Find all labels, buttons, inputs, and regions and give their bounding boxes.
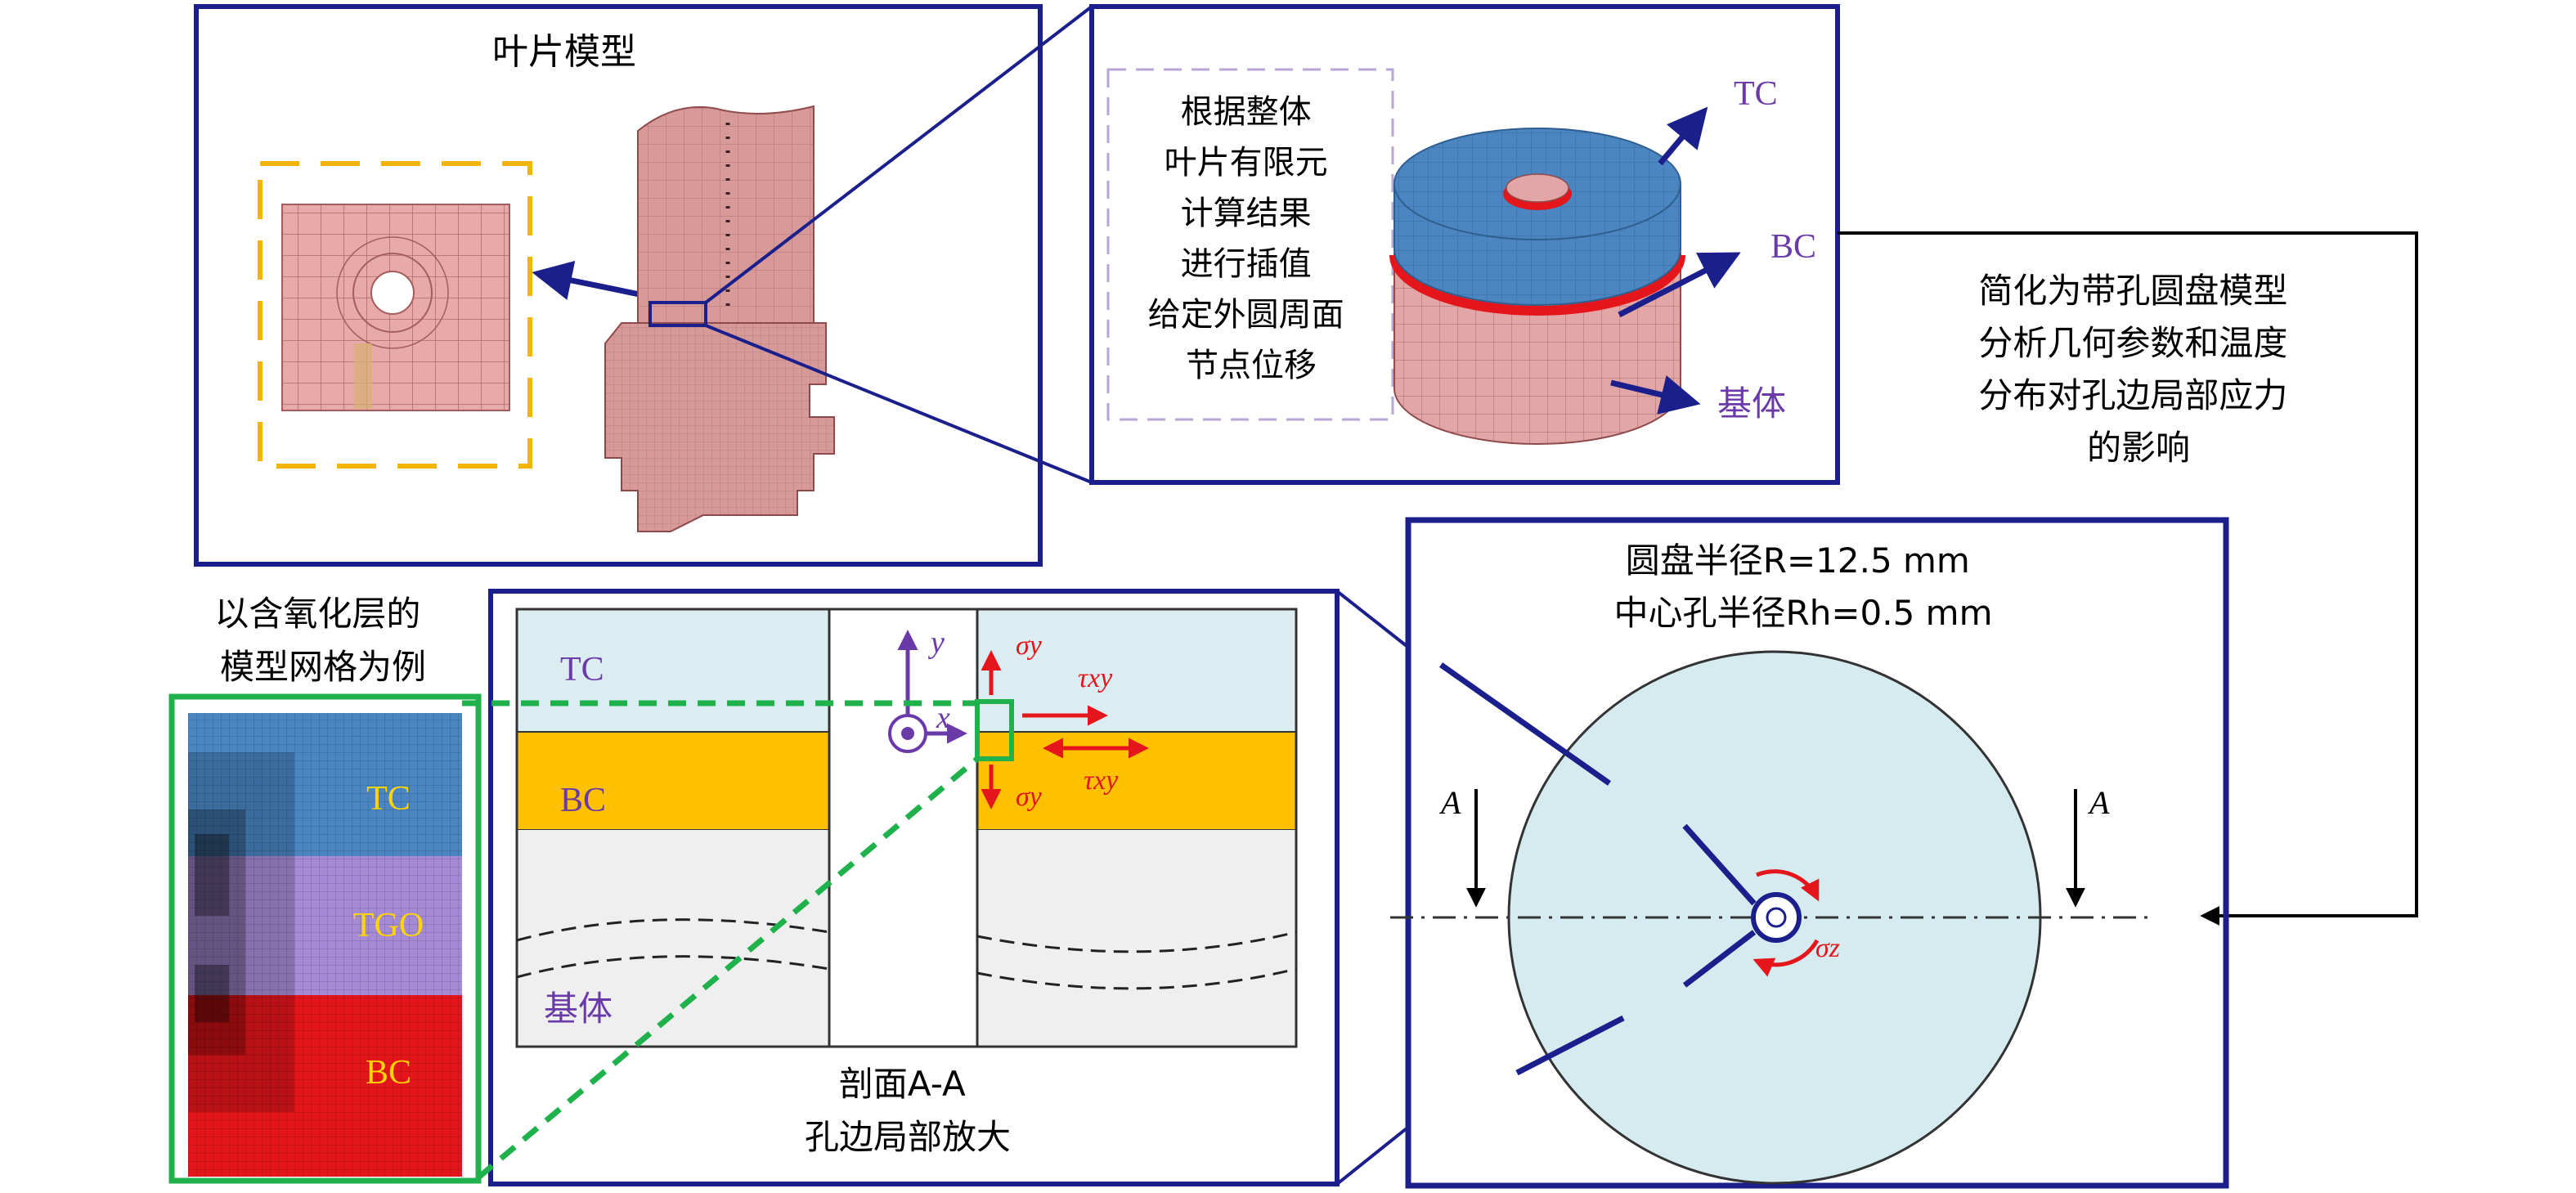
section-view: TC BC 基体 y x σy σy τxy τxy 剖面A-A 孔边局部放大 bbox=[462, 589, 1408, 1186]
disk-radius-line: 圆盘半径R=12.5 mm bbox=[1626, 540, 1970, 581]
sigma-z-label: σz bbox=[1815, 933, 1840, 963]
coated-cylinder bbox=[1389, 128, 1685, 445]
simplify-line-4: 的影响 bbox=[2087, 428, 2190, 468]
interpolation-note-box bbox=[1106, 68, 1394, 421]
svg-text:根据整体 叶片有限元 计算结果: 根据整体 叶片有限元 计算结果 进行插值 给定外圆周面 节点位移 bbox=[1148, 93, 1355, 384]
section-mark-left: A bbox=[1438, 784, 1461, 821]
simplify-note: 简化为带孔圆盘模型 分析几何参数和温度 分布对孔边局部应力 的影响 bbox=[1838, 231, 2418, 926]
section-caption-line-1: 剖面A-A bbox=[839, 1064, 966, 1104]
note-line-5: 给定外圆周面 bbox=[1148, 296, 1344, 334]
simplify-line-3: 分布对孔边局部应力 bbox=[1978, 375, 2287, 415]
zoomed-hole bbox=[370, 271, 415, 315]
svg-text:以含氧化层的 模型网格为例: 以含氧化层的 模型网格为例 bbox=[214, 594, 431, 687]
svg-text:圆盘半径R=12.5 mm 中心孔半径Rh=0.: 圆盘半径R=12.5 mm 中心孔半径Rh=0.5 mm bbox=[1614, 540, 1993, 633]
connector-arrow bbox=[1838, 231, 2418, 926]
svg-text:剖面A-A 孔边局部放大: 剖面A-A 孔边局部放大 bbox=[805, 1064, 1011, 1157]
section-mark-right: A bbox=[2087, 784, 2110, 821]
disk-panel: 圆盘半径R=12.5 mm 中心孔半径Rh=0.5 mm A A σz bbox=[1390, 517, 2229, 1189]
turbine-blade bbox=[604, 105, 835, 532]
section-label-tc: TC bbox=[560, 651, 604, 688]
simplify-line-1: 简化为带孔圆盘模型 bbox=[1978, 271, 2287, 311]
mesh-caption-line-2: 模型网格为例 bbox=[220, 647, 426, 687]
note-line-1: 根据整体 bbox=[1181, 93, 1312, 131]
sigma-y-top: σy bbox=[1016, 630, 1043, 661]
zoom-dashed-box bbox=[258, 161, 532, 469]
sigma-y-bottom: σy bbox=[1016, 782, 1043, 812]
mesh-label-tc: TC bbox=[366, 780, 411, 818]
section-label-substrate: 基体 bbox=[544, 989, 613, 1029]
note-line-3: 计算结果 bbox=[1181, 195, 1312, 232]
axis-y-label: y bbox=[927, 626, 945, 660]
cylinder-label-bc: BC bbox=[1770, 228, 1816, 266]
stress-element bbox=[975, 699, 1014, 761]
cylinder-label-substrate: 基体 bbox=[1717, 383, 1786, 424]
tau-xy-top: τxy bbox=[1078, 663, 1113, 693]
disk-hole-line: 中心孔半径Rh=0.5 mm bbox=[1614, 593, 1993, 633]
section-label-bc: BC bbox=[560, 782, 606, 819]
blade-model-panel: 叶片模型 bbox=[194, 4, 1093, 567]
mesh-label-tgo: TGO bbox=[353, 907, 424, 944]
section-caption-line-2: 孔边局部放大 bbox=[805, 1117, 1011, 1157]
mesh-caption-line-1: 以含氧化层的 bbox=[214, 594, 420, 634]
mesh-example: 以含氧化层的 模型网格为例 TC TGO BC bbox=[168, 594, 482, 1184]
svg-text:简化为带孔圆盘模型 分析几何参数和温度: 简化为带孔圆盘模型 分析几何参数和温度 分布对孔边局部应力 的影响 bbox=[1978, 271, 2298, 468]
tau-xy-bottom: τxy bbox=[1084, 765, 1119, 796]
note-line-6: 节点位移 bbox=[1186, 347, 1317, 384]
cylinder-panel: 根据整体 叶片有限元 计算结果 进行插值 给定外圆周面 节点位移 TC BC 基… bbox=[1089, 4, 1840, 485]
simplify-line-2: 分析几何参数和温度 bbox=[1978, 323, 2287, 363]
axis-x-label: x bbox=[936, 701, 950, 735]
cylinder-label-tc: TC bbox=[1734, 75, 1778, 113]
mesh-label-bc: BC bbox=[366, 1054, 411, 1092]
note-line-4: 进行插值 bbox=[1181, 245, 1312, 283]
blade-zoom-marker bbox=[648, 301, 707, 327]
blade-model-title: 叶片模型 bbox=[492, 31, 636, 73]
note-line-2: 叶片有限元 bbox=[1165, 144, 1328, 182]
